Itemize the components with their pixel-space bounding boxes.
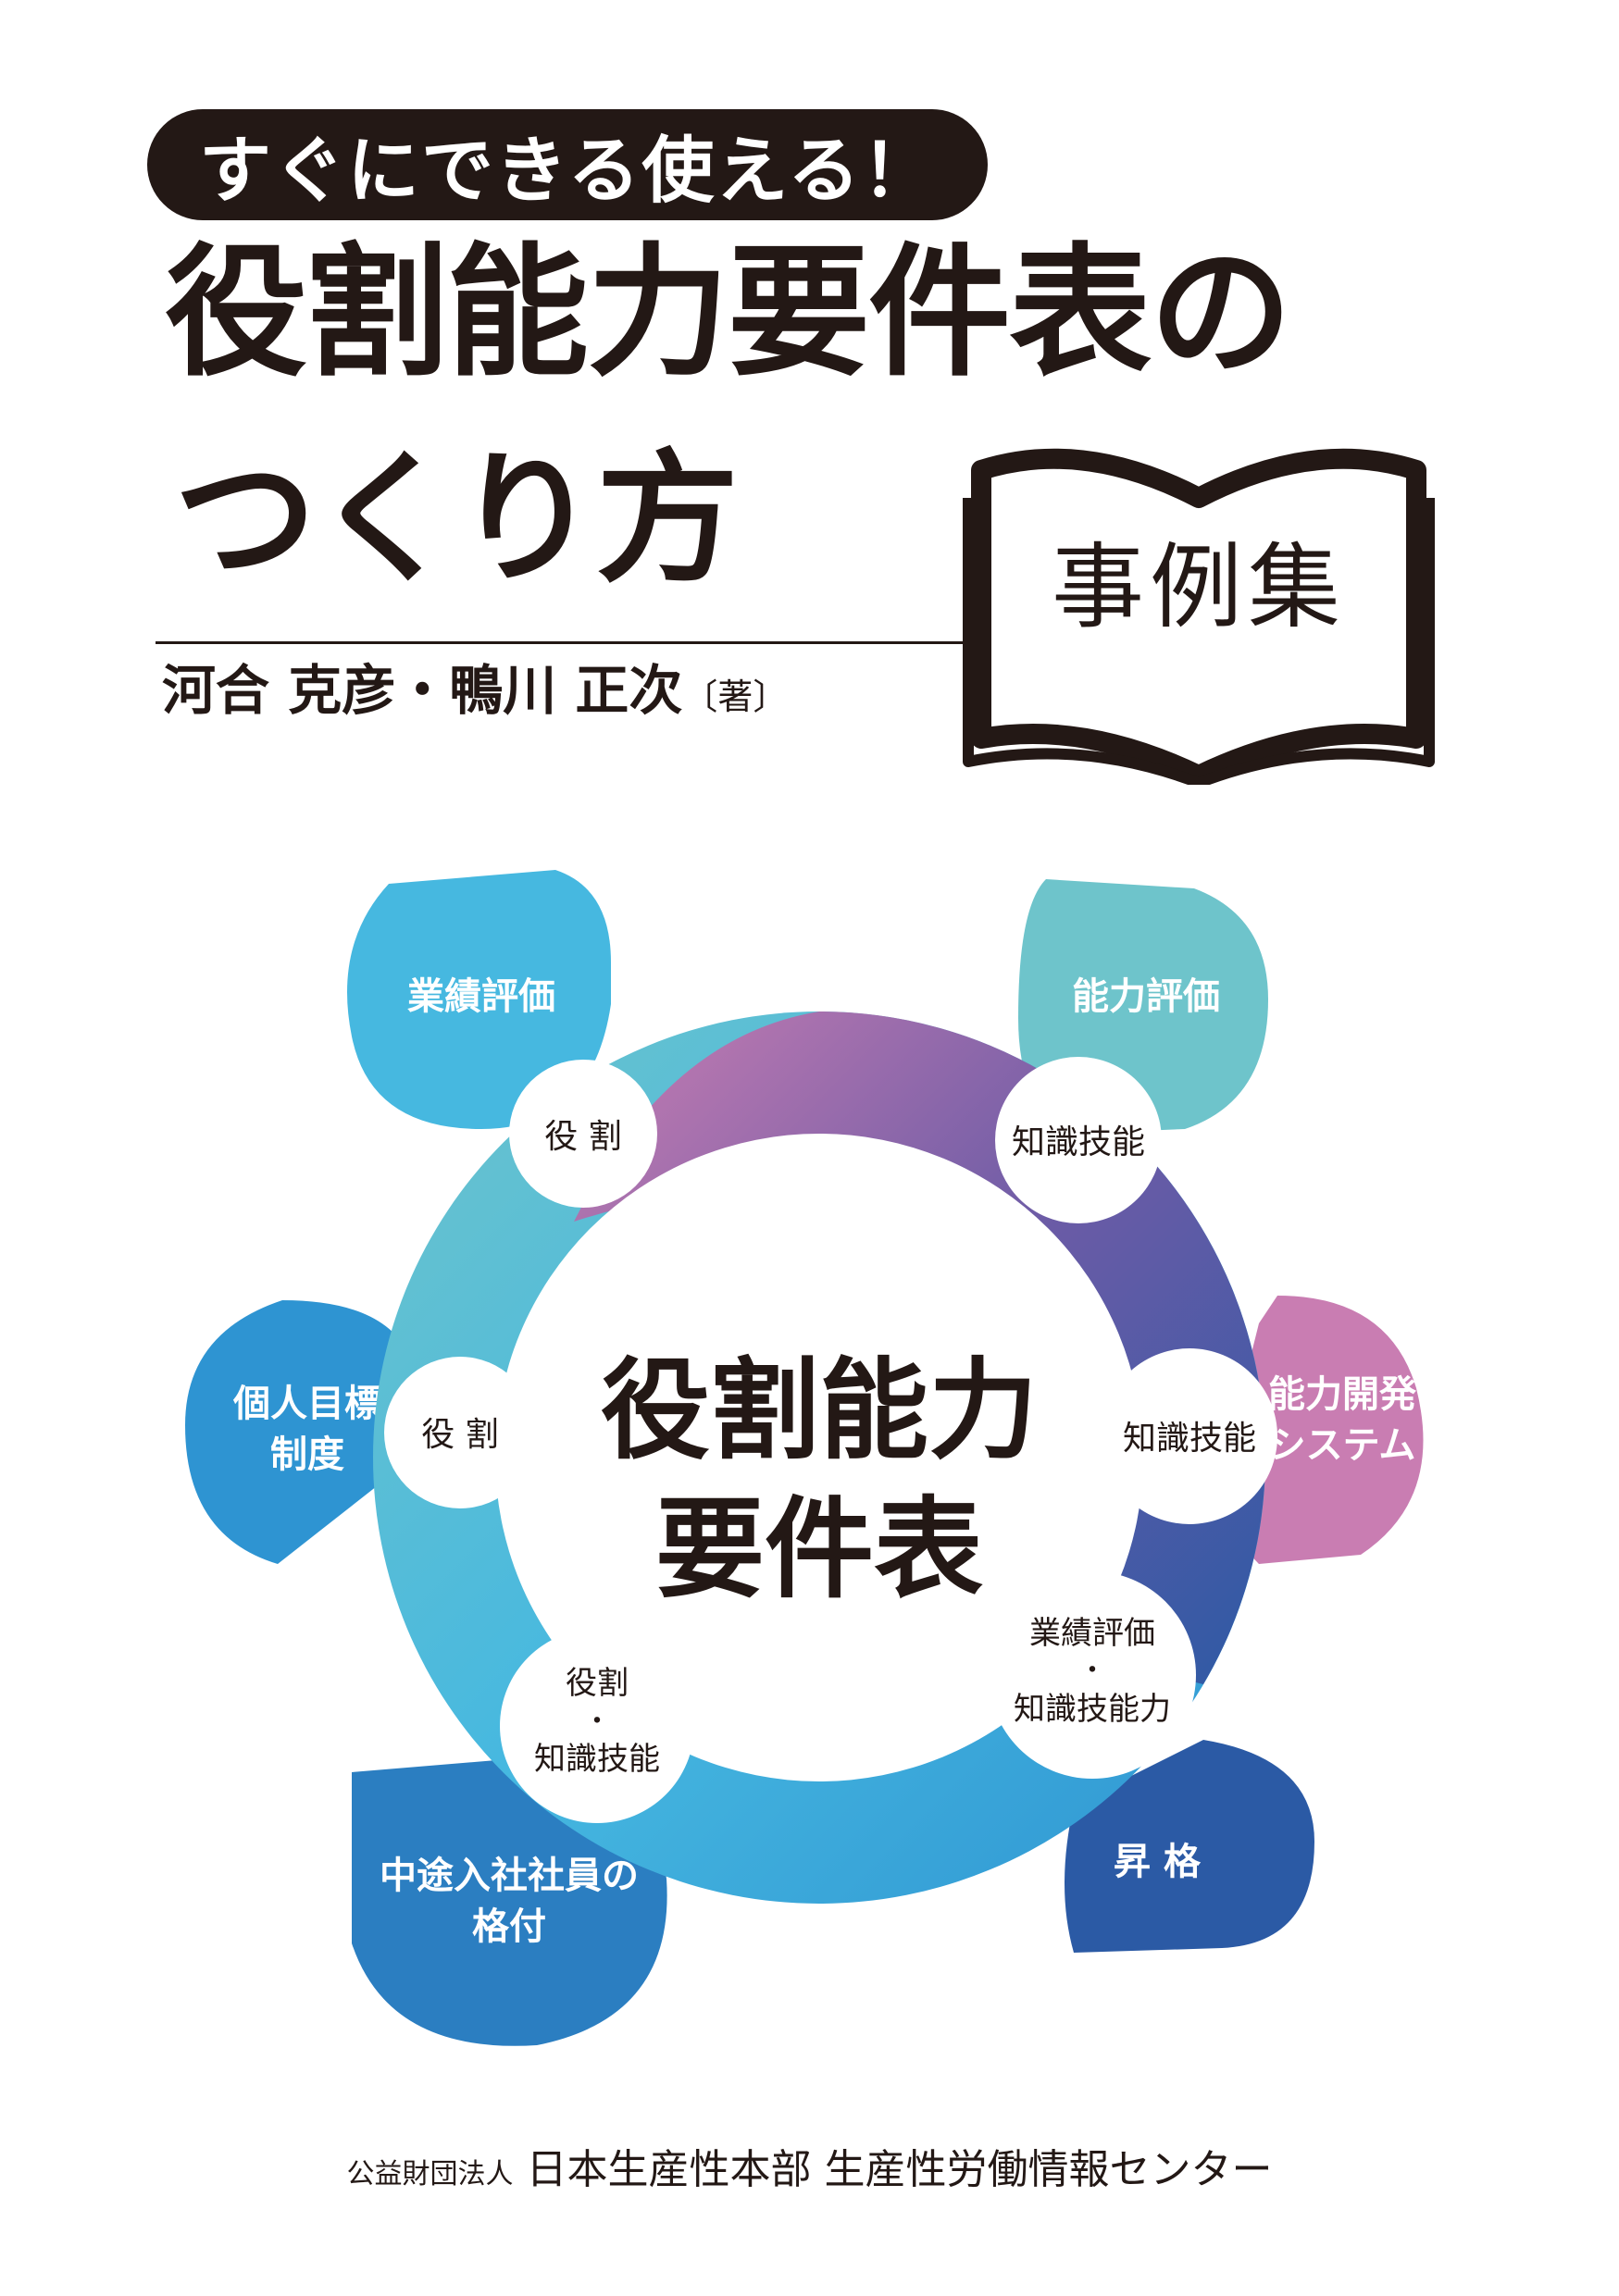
open-book-icon — [963, 448, 1435, 785]
connector-bottom-left-line3: 知識技能 — [534, 1741, 660, 1778]
connector-bottom-left-line1: 役割 — [566, 1665, 629, 1702]
role-competency-diagram: 業績評価 能力評価 個人目標 制度 能力開発 システム 中途入社社員の 格付 昇… — [185, 870, 1424, 2046]
ring-inner — [495, 1134, 1143, 1781]
petal-mid-left-line2: 制度 — [270, 1433, 344, 1476]
book-badge-label: 事例集 — [1052, 533, 1346, 641]
publisher-prefix: 公益財団法人 — [346, 2158, 514, 2191]
connector-bottom-right-line2: ・ — [1078, 1655, 1106, 1687]
diagram-center-line2: 要件表 — [655, 1485, 983, 1613]
petal-mid-right-line1: 能力開発 — [1268, 1373, 1417, 1416]
petal-bottom-right-label: 昇 格 — [1114, 1841, 1202, 1883]
connector-top-right: 知識技能 — [995, 1057, 1162, 1223]
petal-top-left-label: 業績評価 — [407, 975, 555, 1018]
petal-mid-right: 能力開発 システム — [1226, 1296, 1424, 1564]
diagram-center-line1: 役割能力 — [601, 1347, 1038, 1474]
title-line-2: つくり方 — [174, 437, 739, 602]
connector-bottom-right-line1: 業績評価 — [1029, 1615, 1155, 1652]
connector-mid-right: 知識技能 — [1102, 1348, 1277, 1524]
publisher-name: 日本生産性本部 生産性労働情報センター — [526, 2146, 1273, 2193]
connector-bottom-right-line3: 知識技能力 — [1014, 1691, 1171, 1728]
petal-mid-left: 個人目標 制度 — [185, 1300, 417, 1564]
petal-top-left: 業績評価 — [347, 870, 611, 1129]
connector-bottom-left: 役割 ・ 知識技能 — [500, 1629, 694, 1823]
connector-mid-left-label: 役 割 — [421, 1416, 498, 1454]
connector-top-right-label: 知識技能 — [1012, 1123, 1145, 1161]
authors: 河合 克彦・鴨川 正次〔著〕 — [162, 659, 788, 724]
petal-bottom-left-line2: 格付 — [472, 1905, 546, 1948]
connector-top-left: 役 割 — [509, 1060, 657, 1208]
connector-bottom-right: 業績評価 ・ 知識技能力 — [989, 1571, 1196, 1779]
tagline-text: すぐにできる使える！ — [198, 130, 937, 213]
title-divider — [156, 641, 972, 644]
petal-bottom-left-line1: 中途入社社員の — [380, 1855, 639, 1897]
connector-mid-left: 役 割 — [384, 1357, 536, 1508]
petal-mid-right-line2: システム — [1269, 1424, 1416, 1467]
author-role: 〔著〕 — [682, 676, 789, 717]
publisher: 公益財団法人 日本生産性本部 生産性労働情報センター — [0, 2136, 1619, 2195]
petal-mid-left-line1: 個人目標 — [232, 1383, 381, 1425]
author-names: 河合 克彦・鴨川 正次 — [162, 659, 683, 722]
connector-top-left-label: 役 割 — [544, 1118, 621, 1156]
connector-mid-right-label: 知識技能 — [1123, 1420, 1256, 1458]
petal-bottom-right: 昇 格 — [1065, 1740, 1314, 1953]
tagline-banner: すぐにできる使える！ — [147, 109, 988, 220]
connector-bottom-left-line2: ・ — [583, 1706, 611, 1738]
title-line-1: 役割能力要件表の — [165, 230, 1292, 396]
petal-top-right-label: 能力評価 — [1072, 975, 1220, 1018]
